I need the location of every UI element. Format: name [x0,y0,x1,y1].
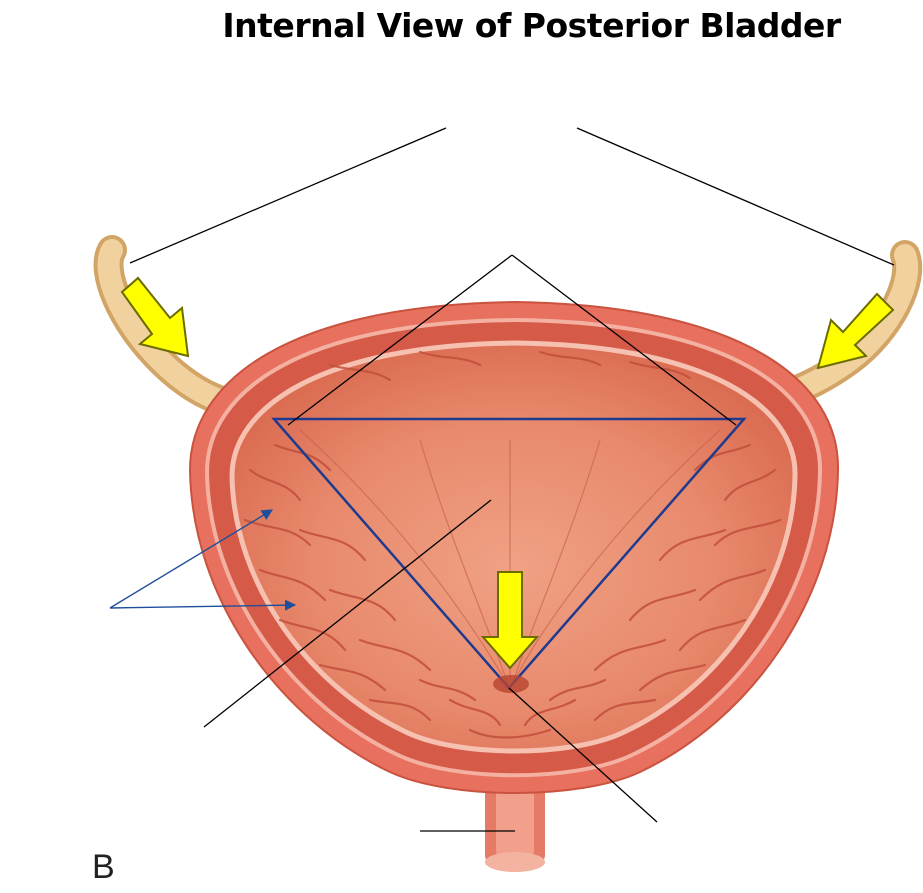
rugae-pointer-upper [109,509,273,609]
page-title: Internal View of Posterior Bladder [222,6,841,45]
bladder-lumen [229,340,798,754]
panel-letter: B [92,848,115,886]
internal-urethral-orifice [493,675,529,693]
leader-lines [129,127,895,832]
rugae-pointers [109,509,297,611]
leader-line-ureteric-orifice-right [511,254,737,426]
leader-line-urethral-orifice [508,687,658,823]
left-ureter-flow-arrow [120,276,190,358]
leader-line-left-ureter [129,127,447,264]
rugae-pointer-lower [109,599,297,611]
urethra-flow-arrow [480,571,540,670]
leader-line-trigone [203,499,492,728]
leader-line-ureteric-orifice-left [287,254,513,426]
mucosal-folds [243,350,782,739]
leader-line-right-ureter [576,127,895,266]
right-ureter-flow-arrow [816,292,895,370]
left-ureter [93,235,250,420]
trigone-outline [271,417,747,690]
